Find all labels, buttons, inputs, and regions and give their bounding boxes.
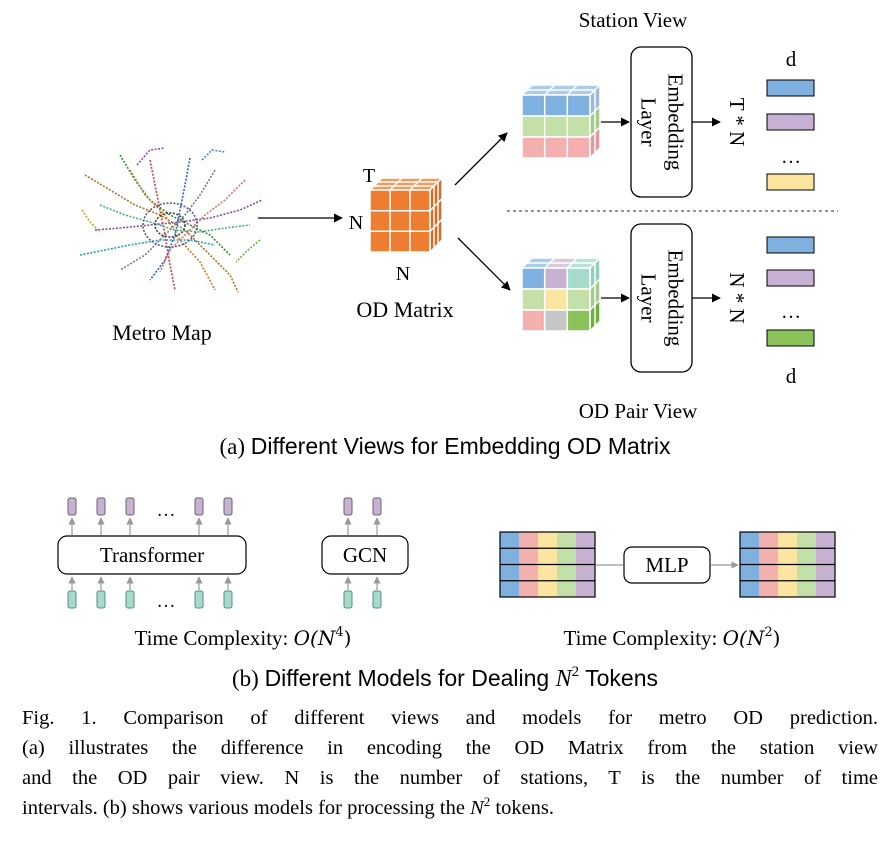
complexity-left: Time Complexity: O(N4) (135, 625, 352, 650)
panel-a-caption-prefix: (a) (220, 434, 246, 459)
od-matrix-label: OD Matrix (356, 297, 453, 322)
pair-token-ellipsis: … (781, 301, 801, 323)
transformer-output-ellipsis: … (157, 500, 176, 521)
station-output-dim: T * N (725, 98, 749, 147)
od-pair-view-title: OD Pair View (579, 399, 698, 423)
complexity-right-formula: O(N (723, 626, 766, 650)
figure-caption-line4-exp: 2 (483, 794, 491, 810)
metro-map-illustration (79, 147, 263, 293)
complexity-left-prefix: Time Complexity: (135, 626, 294, 650)
transformer-input-tokens (67, 576, 233, 609)
panel-b-caption-prefix: (b) (232, 666, 259, 691)
station-embedding-line2: Layer (637, 98, 661, 147)
mlp-input-grid (499, 531, 596, 598)
figure-caption-line2: (a) illustrates the difference in encodi… (22, 737, 878, 759)
complexity-right: Time Complexity: O(N2) (564, 625, 781, 650)
complexity-right-prefix: Time Complexity: (564, 626, 723, 650)
figure-canvas: Metro Map T N N OD Matrix (57, 8, 838, 692)
pair-token-purple (766, 269, 815, 287)
axis-n-left-label: N (349, 212, 363, 234)
station-view-cube (520, 83, 602, 160)
panel-b-caption-suffix: Tokens (579, 665, 658, 691)
panel-b-caption-exp: 2 (572, 664, 580, 680)
metro-map-label: Metro Map (112, 320, 212, 345)
mlp-label: MLP (645, 553, 688, 577)
od-pair-view-cube (520, 256, 602, 333)
panel-a-caption-text: Different Views for Embedding OD Matrix (251, 433, 671, 459)
complexity-left-formula: O(N (294, 626, 337, 650)
figure-caption-line1: Fig. 1. Comparison of different views an… (22, 707, 878, 729)
panel-a-caption: (a) Different Views for Embedding OD Mat… (220, 433, 671, 459)
station-token-yellow (766, 173, 815, 191)
axis-t-label: T (363, 165, 375, 187)
gcn-label: GCN (343, 543, 387, 567)
figure-caption-line4-b: tokens. (490, 797, 555, 819)
station-embedding-line1: Embedding (664, 74, 688, 171)
transformer-label: Transformer (100, 543, 204, 567)
station-token-blue (766, 79, 815, 97)
station-token-purple (766, 113, 815, 131)
panel-b-caption-main: Different Models for Dealing (265, 665, 556, 691)
figure-caption-line4-var: N (470, 797, 484, 819)
panel-b-caption: (b) Different Models for Dealing N2 Toke… (232, 664, 658, 692)
pair-output-dim: N * N (725, 272, 749, 323)
figure-caption-line4-a: intervals. (b) shows various models for … (22, 797, 471, 819)
complexity-right-exp: 2 (764, 625, 772, 640)
mlp-output-grid (739, 531, 836, 598)
station-token-ellipsis: … (781, 146, 801, 168)
pair-token-blue (766, 236, 815, 254)
gcn-box (321, 535, 409, 575)
pair-embedding-line2: Layer (637, 274, 661, 323)
axis-n-bottom-label: N (396, 263, 410, 285)
pair-token-green (766, 329, 815, 347)
figure-caption-line4: intervals. (b) shows various models for … (22, 793, 878, 823)
gcn-tokens (343, 497, 382, 609)
station-view-title: Station View (579, 8, 688, 32)
pair-embedding-line1: Embedding (664, 250, 688, 347)
transformer-box (57, 535, 247, 575)
figure-caption: Fig. 1. Comparison of different views an… (22, 703, 878, 823)
panel-b-caption-var: N (555, 666, 574, 692)
od-matrix-cube (368, 176, 444, 254)
arrow-matrix-to-pair-view (457, 237, 511, 291)
figure-caption-line3: and the OD pair view. N is the number of… (22, 767, 878, 789)
transformer-input-ellipsis: … (157, 591, 176, 612)
transformer-output-tokens (67, 497, 233, 535)
arrow-matrix-to-station-view (454, 132, 508, 186)
pair-token-dim-label: d (786, 364, 797, 388)
mlp-box (623, 546, 711, 584)
station-token-dim-label: d (786, 47, 797, 71)
complexity-left-exp: 4 (335, 625, 343, 640)
